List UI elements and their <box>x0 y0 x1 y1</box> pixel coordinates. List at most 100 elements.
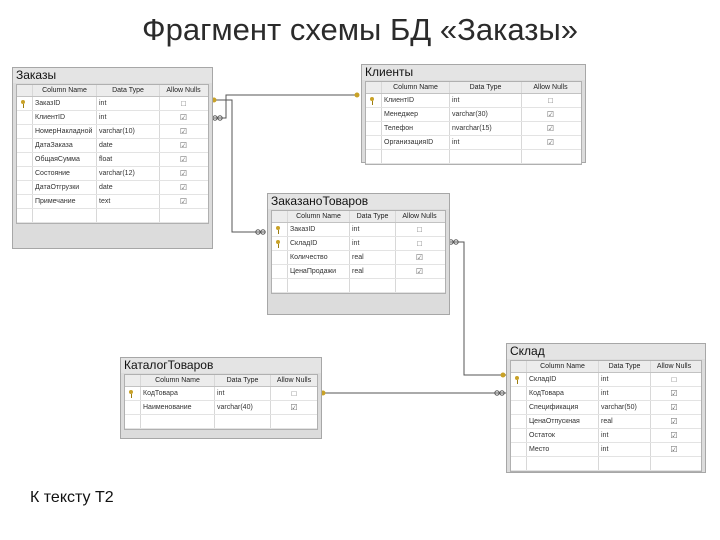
allow-nulls-checkbox[interactable]: ☑ <box>179 197 188 206</box>
allow-nulls-checkbox[interactable]: □ <box>181 99 186 108</box>
allow-nulls-checkbox[interactable]: ☑ <box>179 169 188 178</box>
allow-nulls-checkbox[interactable]: ☑ <box>290 403 298 412</box>
row-selector[interactable] <box>511 443 527 456</box>
data-type-cell[interactable] <box>450 150 522 163</box>
allow-nulls-checkbox[interactable] <box>651 457 697 470</box>
column-name-cell[interactable]: Остаток <box>527 429 599 442</box>
allow-nulls-checkbox[interactable]: ☑ <box>546 138 555 147</box>
column-name-cell[interactable]: Спецификация <box>527 401 599 414</box>
row-selector[interactable] <box>511 387 527 400</box>
allow-nulls-checkbox[interactable]: ☑ <box>179 113 188 122</box>
column-name-cell[interactable]: ЗаказID <box>288 223 350 236</box>
table-row[interactable] <box>272 279 445 293</box>
allow-nulls-checkbox[interactable]: ☑ <box>179 141 188 150</box>
data-type-cell[interactable]: int <box>215 387 271 400</box>
allow-nulls-checkbox[interactable]: ☑ <box>415 253 424 262</box>
column-name-cell[interactable]: ДатаОтгрузки <box>33 181 97 194</box>
data-type-cell[interactable]: date <box>97 139 160 152</box>
data-type-cell[interactable]: nvarchar(15) <box>450 122 522 135</box>
column-name-cell[interactable]: ЦенаПродажи <box>288 265 350 278</box>
data-type-cell[interactable]: varchar(40) <box>215 401 271 414</box>
allow-nulls-checkbox[interactable]: ☑ <box>415 267 424 276</box>
column-name-cell[interactable]: КлиентID <box>382 94 450 107</box>
column-name-cell[interactable] <box>288 279 350 292</box>
row-selector[interactable] <box>17 111 33 124</box>
data-type-cell[interactable]: int <box>350 223 396 236</box>
column-name-cell[interactable]: КлиентID <box>33 111 97 124</box>
row-selector[interactable] <box>17 97 33 110</box>
allow-nulls-checkbox[interactable] <box>160 209 207 222</box>
column-name-cell[interactable]: ОрганизацияID <box>382 136 450 149</box>
column-name-cell[interactable] <box>527 457 599 470</box>
column-name-cell[interactable]: Примечание <box>33 195 97 208</box>
column-name-cell[interactable]: ОбщаяСумма <box>33 153 97 166</box>
row-selector[interactable] <box>17 195 33 208</box>
allow-nulls-checkbox[interactable]: □ <box>417 225 422 234</box>
column-name-cell[interactable]: СкладID <box>527 373 599 386</box>
row-selector[interactable] <box>511 373 527 386</box>
allow-nulls-checkbox[interactable]: ☑ <box>670 445 678 454</box>
column-name-cell[interactable]: Телефон <box>382 122 450 135</box>
column-name-cell[interactable]: КодТовара <box>141 387 215 400</box>
row-selector[interactable] <box>511 457 527 470</box>
data-type-cell[interactable]: float <box>97 153 160 166</box>
column-name-cell[interactable] <box>382 150 450 163</box>
data-type-cell[interactable]: date <box>97 181 160 194</box>
row-selector[interactable] <box>125 401 141 414</box>
allow-nulls-checkbox[interactable]: ☑ <box>546 124 555 133</box>
row-selector[interactable] <box>17 167 33 180</box>
row-selector[interactable] <box>272 237 288 250</box>
data-type-cell[interactable] <box>97 209 160 222</box>
row-selector[interactable] <box>125 415 141 428</box>
row-selector[interactable] <box>125 387 141 400</box>
row-selector[interactable] <box>511 415 527 428</box>
row-selector[interactable] <box>366 94 382 107</box>
row-selector[interactable] <box>366 150 382 163</box>
column-name-cell[interactable]: Место <box>527 443 599 456</box>
row-selector[interactable] <box>272 265 288 278</box>
data-type-cell[interactable]: int <box>450 94 522 107</box>
allow-nulls-checkbox[interactable]: ☑ <box>179 183 188 192</box>
data-type-cell[interactable]: varchar(30) <box>450 108 522 121</box>
row-selector[interactable] <box>17 209 33 222</box>
data-type-cell[interactable] <box>350 279 396 292</box>
row-selector[interactable] <box>17 153 33 166</box>
data-type-cell[interactable]: int <box>450 136 522 149</box>
data-type-cell[interactable]: real <box>350 251 396 264</box>
data-type-cell[interactable]: int <box>599 387 651 400</box>
table-row[interactable] <box>511 457 701 471</box>
row-selector[interactable] <box>511 401 527 414</box>
allow-nulls-checkbox[interactable] <box>396 279 443 292</box>
row-selector[interactable] <box>17 125 33 138</box>
column-name-cell[interactable]: ЗаказID <box>33 97 97 110</box>
column-name-cell[interactable]: НомерНакладной <box>33 125 97 138</box>
data-type-cell[interactable]: int <box>350 237 396 250</box>
allow-nulls-checkbox[interactable]: □ <box>671 375 677 384</box>
table-row[interactable] <box>125 415 317 429</box>
data-type-cell[interactable]: real <box>599 415 651 428</box>
data-type-cell[interactable]: real <box>350 265 396 278</box>
row-selector[interactable] <box>17 181 33 194</box>
column-name-cell[interactable] <box>141 415 215 428</box>
allow-nulls-checkbox[interactable]: ☑ <box>670 389 678 398</box>
table-row[interactable] <box>17 209 208 223</box>
data-type-cell[interactable]: int <box>599 443 651 456</box>
allow-nulls-checkbox[interactable]: ☑ <box>670 403 678 412</box>
